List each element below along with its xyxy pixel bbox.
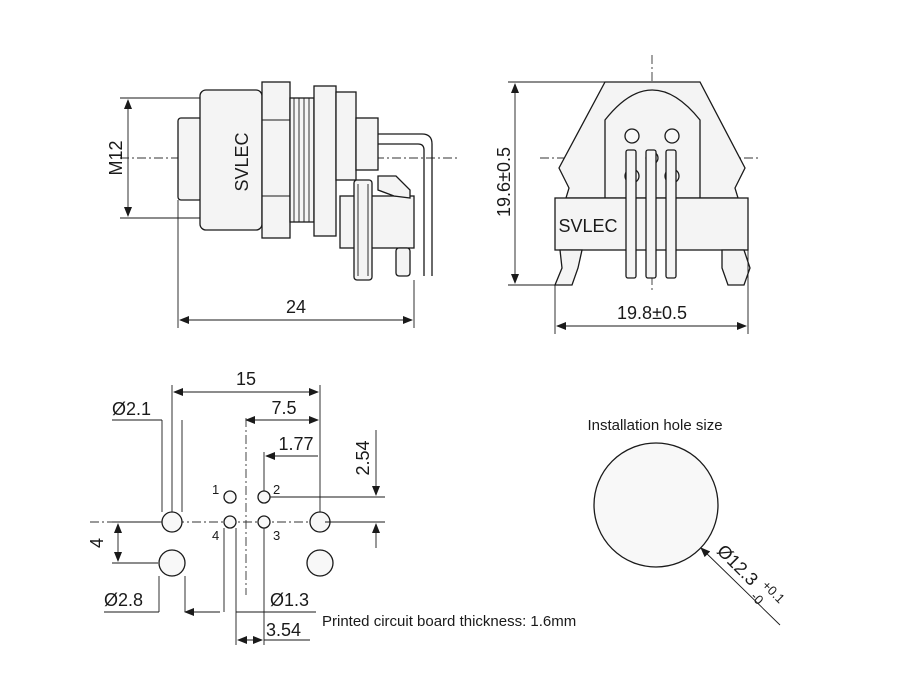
diameter-leader <box>700 547 781 626</box>
installation-hole-circle <box>593 442 719 568</box>
pin-offset-x-label: 1.77 <box>278 434 313 454</box>
height-label: 19.6±0.5 <box>494 147 514 217</box>
side-brand-label: SVLEC <box>232 132 252 191</box>
pin-number-1: 1 <box>212 482 219 497</box>
connector-nose <box>177 117 203 201</box>
mount-hole-small-label: Ø2.1 <box>112 399 151 419</box>
hex-nut <box>261 81 291 239</box>
pin-hole-2 <box>257 490 271 504</box>
bent-pin-2 <box>378 143 425 276</box>
pins <box>625 149 677 279</box>
pin-sleeve <box>377 175 411 199</box>
pin-hole-3 <box>257 515 271 529</box>
length-label: 24 <box>286 297 306 317</box>
pin-number-4: 4 <box>212 528 219 543</box>
back-flange <box>313 85 337 237</box>
pin-spacing-label: 3.54 <box>266 620 301 640</box>
front-brand-label: SVLEC <box>558 216 617 236</box>
pin-number-2: 2 <box>273 482 280 497</box>
front-view: SVLEC 19.6±0.5 19.8±0.5 <box>494 55 760 334</box>
thread-label: M12 <box>106 140 126 175</box>
mounting-peg <box>353 179 373 281</box>
installation-title: Installation hole size <box>587 417 722 434</box>
pcb-note: Printed circuit board thickness: 1.6mm <box>322 613 576 630</box>
left-foot <box>554 249 583 286</box>
installation-hole: Installation hole size Ø12.3 +0.1 -0 <box>587 417 788 626</box>
pin-hole-label: Ø1.3 <box>270 590 309 610</box>
mount-hole-large-left <box>158 549 186 577</box>
width-label: 19.8±0.5 <box>617 303 687 323</box>
pin-tip <box>395 247 411 277</box>
mount-hole-large-right <box>306 549 334 577</box>
half-width-label: 7.5 <box>271 398 296 418</box>
rear-housing-step <box>355 117 379 171</box>
pin-hole-4 <box>223 515 237 529</box>
side-view: SVLEC M12 24 <box>106 81 460 328</box>
mount-hole-large-label: Ø2.8 <box>104 590 143 610</box>
pin-hole-1 <box>223 490 237 504</box>
overall-width-label: 15 <box>236 369 256 389</box>
rear-housing <box>335 91 357 181</box>
right-foot <box>721 249 751 286</box>
bent-pin-1 <box>378 133 433 276</box>
row-spacing-label: 4 <box>87 538 107 548</box>
tolerance-upper: +0.1 <box>759 577 788 606</box>
hole-diameter-label: Ø12.3 <box>713 541 762 590</box>
pin-offset-y-label: 2.54 <box>353 440 373 475</box>
pcb-base <box>339 195 415 249</box>
pcb-layout: 1 2 3 4 15 7.5 1.77 2.54 Ø2.1 4 <box>87 369 576 645</box>
connector-sleeve <box>199 89 263 231</box>
mount-hole-small-left <box>161 511 183 533</box>
pin-number-3: 3 <box>273 528 280 543</box>
